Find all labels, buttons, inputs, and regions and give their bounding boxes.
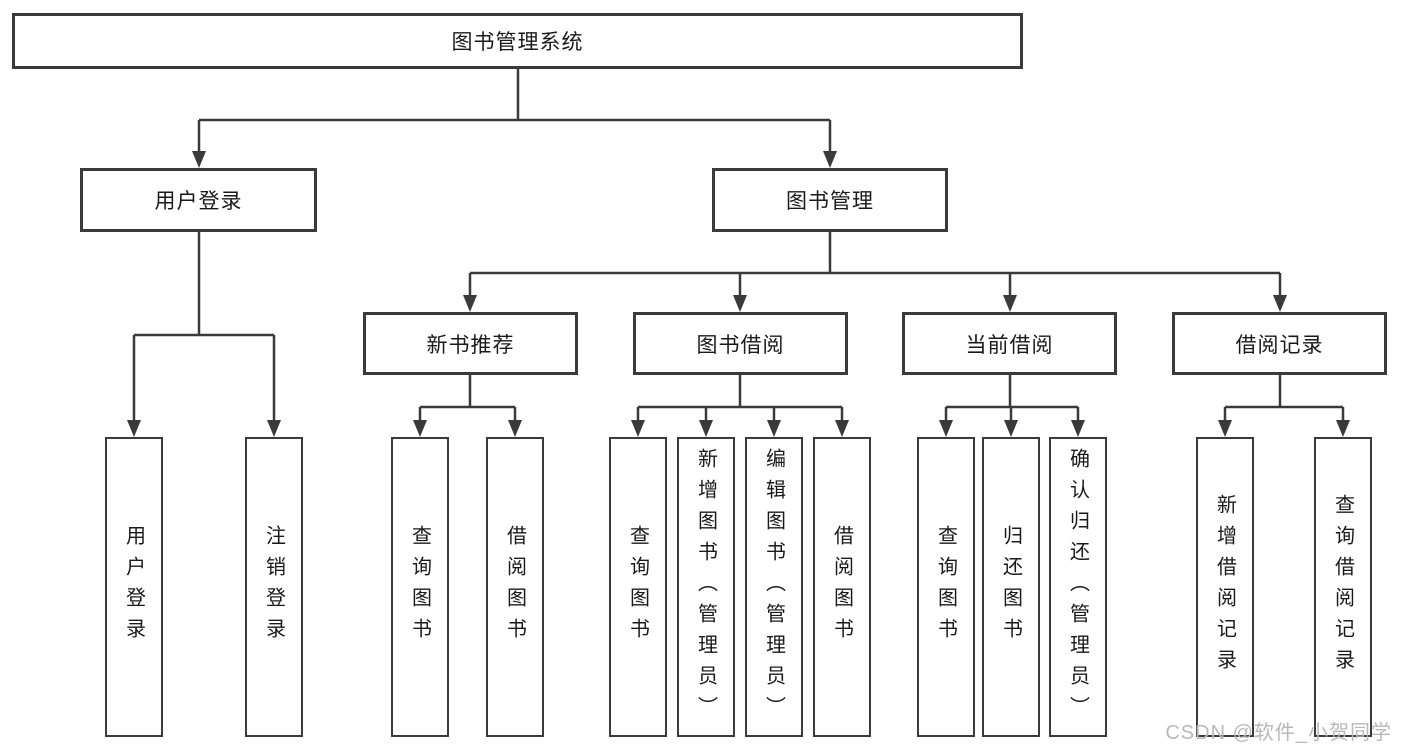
node-new-book-recommend: 新书推荐 [363,312,578,375]
arrowheads [127,151,1350,437]
node-user-login: 用户登录 [80,168,317,232]
watermark-text: CSDN @软件_小贺同学 [1165,722,1392,744]
leaf-add-book-admin: 新增图书（管理员） [677,437,735,737]
leaf-add-borrow-record: 新增借阅记录 [1196,437,1254,737]
node-book-borrow: 图书借阅 [633,312,848,375]
leaf-return-book: 归还图书 [982,437,1040,737]
leaf-query-books-borrow: 查询图书 [609,437,667,737]
node-current-borrow: 当前借阅 [902,312,1117,375]
leaf-query-books-current: 查询图书 [917,437,975,737]
node-library-management-system: 图书管理系统 [12,13,1023,69]
leaf-edit-book-admin: 编辑图书（管理员） [745,437,803,737]
leaf-query-books-recommend: 查询图书 [391,437,449,737]
leaf-user-login: 用户登录 [105,437,163,737]
leaf-query-borrow-record: 查询借阅记录 [1314,437,1372,737]
leaf-confirm-return-admin: 确认归还（管理员） [1049,437,1107,737]
leaf-logout: 注销登录 [245,437,303,737]
leaf-borrow-books-borrow: 借阅图书 [813,437,871,737]
leaf-borrow-books-recommend: 借阅图书 [486,437,544,737]
node-borrow-records: 借阅记录 [1172,312,1387,375]
node-book-management: 图书管理 [712,168,948,232]
